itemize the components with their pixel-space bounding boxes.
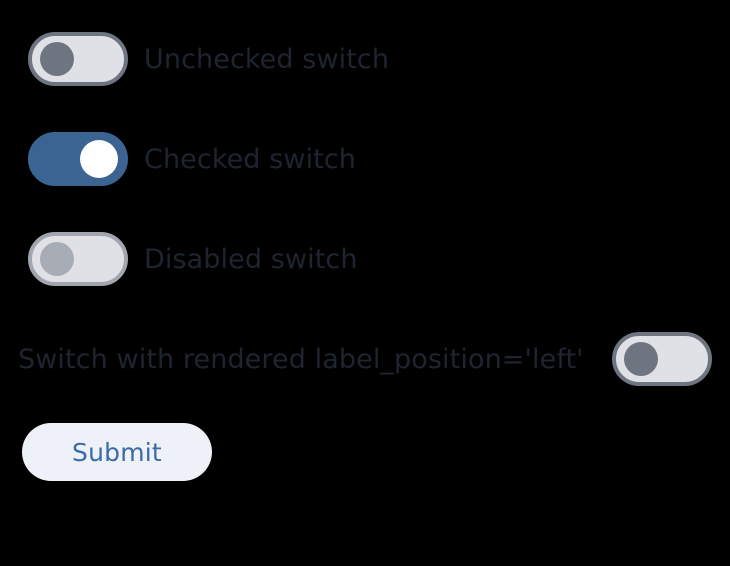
- switch-row-left-label: Switch with rendered label_position='lef…: [18, 332, 712, 386]
- left-label-switch-label: Switch with rendered label_position='lef…: [18, 343, 584, 375]
- disabled-switch: [28, 232, 128, 286]
- unchecked-switch-label: Unchecked switch: [144, 43, 390, 75]
- checked-switch[interactable]: [28, 132, 128, 186]
- unchecked-switch[interactable]: [28, 32, 128, 86]
- switch-row-disabled: Disabled switch: [28, 232, 358, 286]
- disabled-switch-label: Disabled switch: [144, 243, 358, 275]
- switch-row-checked: Checked switch: [28, 132, 356, 186]
- switch-knob: [80, 140, 118, 178]
- left-label-switch[interactable]: [612, 332, 712, 386]
- switch-knob: [40, 242, 74, 276]
- submit-button[interactable]: Submit: [22, 423, 212, 481]
- checked-switch-label: Checked switch: [144, 143, 357, 175]
- switch-knob: [624, 342, 658, 376]
- switch-row-unchecked: Unchecked switch: [28, 32, 389, 86]
- switch-knob: [40, 42, 74, 76]
